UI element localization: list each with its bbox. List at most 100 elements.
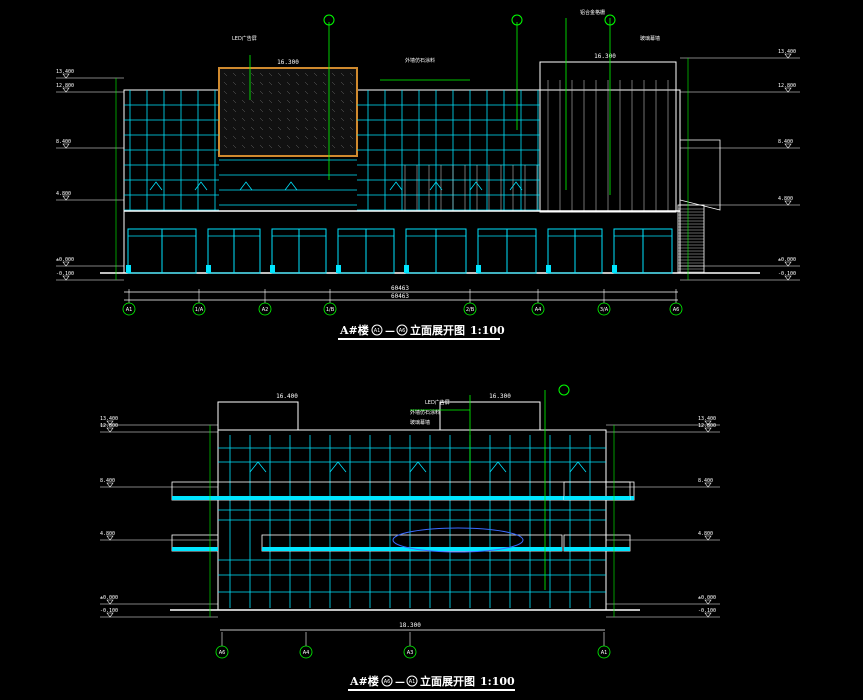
led-cell bbox=[259, 99, 264, 104]
v2-total-dim: 18.300 bbox=[399, 622, 421, 629]
led-cell bbox=[286, 135, 291, 140]
v1-leaders bbox=[249, 18, 611, 195]
led-cell bbox=[250, 90, 255, 95]
led-cell bbox=[232, 99, 237, 104]
led-cell bbox=[259, 144, 264, 149]
elev-triangle bbox=[106, 482, 114, 488]
v1-note-led: LED广告屏 bbox=[232, 35, 257, 42]
elev-triangle bbox=[704, 535, 712, 541]
v2-title-scale: 1:100 bbox=[480, 675, 515, 688]
led-cell bbox=[250, 81, 255, 86]
v1-stair-block bbox=[677, 139, 721, 274]
column-base bbox=[546, 265, 551, 273]
v2-curtain-wall-grid bbox=[218, 435, 606, 608]
elev-triangle bbox=[62, 275, 70, 281]
led-cell bbox=[349, 99, 354, 104]
led-cell bbox=[313, 81, 318, 86]
elevation-label: 13.400 bbox=[698, 416, 716, 422]
elev-triangle bbox=[62, 73, 70, 79]
axis-bubble bbox=[215, 645, 229, 659]
led-cell bbox=[223, 135, 228, 140]
axis-label: A3 bbox=[407, 650, 414, 656]
elevation-label: 8.400 bbox=[778, 139, 793, 145]
v1-leader-bubble-1 bbox=[323, 14, 335, 26]
led-cell bbox=[286, 144, 291, 149]
led-cell bbox=[313, 135, 318, 140]
led-cell bbox=[295, 117, 300, 122]
elev-triangle bbox=[704, 482, 712, 488]
elev-triangle bbox=[784, 53, 792, 59]
column-base bbox=[476, 265, 481, 273]
led-cell bbox=[277, 99, 282, 104]
axis-bubble bbox=[299, 645, 313, 659]
led-cell bbox=[277, 126, 282, 131]
led-cell bbox=[259, 108, 264, 113]
v1-title-prefix: A#楼 bbox=[339, 323, 369, 337]
led-cell bbox=[304, 99, 309, 104]
elevation-label: 13.400 bbox=[100, 416, 118, 422]
led-cell bbox=[268, 117, 273, 122]
v1-led-panel bbox=[218, 67, 358, 157]
vent-chevron bbox=[249, 461, 267, 473]
v1-title-axis-from bbox=[371, 324, 383, 336]
led-cell bbox=[223, 99, 228, 104]
led-cell bbox=[223, 108, 228, 113]
led-cell bbox=[241, 81, 246, 86]
elevation-label: 13.400 bbox=[56, 69, 74, 75]
led-cell bbox=[340, 72, 345, 77]
led-cell bbox=[349, 126, 354, 131]
v1-storefronts bbox=[126, 228, 673, 274]
elevation-label: 8.400 bbox=[100, 478, 115, 484]
led-cell bbox=[349, 117, 354, 122]
axis-label: A1 bbox=[126, 307, 133, 313]
led-cell bbox=[340, 81, 345, 86]
led-cell bbox=[232, 126, 237, 131]
led-cell bbox=[286, 90, 291, 95]
axis-label: A6 bbox=[673, 307, 680, 313]
led-cell bbox=[259, 90, 264, 95]
v1-title-axis-to bbox=[396, 324, 408, 336]
led-cell bbox=[340, 144, 345, 149]
elevation-label: 4.800 bbox=[778, 196, 793, 202]
axis-bubble bbox=[403, 645, 417, 659]
led-cell bbox=[295, 135, 300, 140]
led-cell bbox=[340, 117, 345, 122]
axis-label: A4 bbox=[303, 650, 310, 656]
led-cell bbox=[250, 144, 255, 149]
led-cell bbox=[277, 90, 282, 95]
led-cell bbox=[331, 108, 336, 113]
led-cell bbox=[340, 99, 345, 104]
led-cell bbox=[241, 72, 246, 77]
led-cell bbox=[286, 108, 291, 113]
led-cell bbox=[268, 90, 273, 95]
led-cell bbox=[286, 99, 291, 104]
v2-parapet-right bbox=[439, 401, 541, 431]
led-cell bbox=[241, 144, 246, 149]
led-cell bbox=[250, 117, 255, 122]
balcony-slab bbox=[262, 547, 562, 551]
led-cell bbox=[322, 126, 327, 131]
led-cell bbox=[286, 81, 291, 86]
led-cell bbox=[322, 144, 327, 149]
elev-triangle bbox=[106, 599, 114, 605]
led-cell bbox=[259, 81, 264, 86]
v2-note-glass: 玻璃幕墙 bbox=[410, 419, 430, 426]
led-cell bbox=[277, 144, 282, 149]
v2-parapet-left bbox=[217, 401, 299, 431]
bridge-outline bbox=[679, 139, 721, 211]
led-cell bbox=[241, 126, 246, 131]
v2-top-dim-1: 16.400 bbox=[276, 393, 298, 400]
led-cell bbox=[277, 108, 282, 113]
column-base bbox=[404, 265, 409, 273]
led-cell bbox=[268, 108, 273, 113]
v2-top-dim-2: 16.300 bbox=[489, 393, 511, 400]
vent-chevron bbox=[429, 181, 443, 191]
led-cell bbox=[250, 99, 255, 104]
v1-note-paint: 外墙仿石涂料 bbox=[405, 57, 435, 64]
led-cell bbox=[286, 117, 291, 122]
led-cell bbox=[250, 108, 255, 113]
led-cell bbox=[313, 90, 318, 95]
